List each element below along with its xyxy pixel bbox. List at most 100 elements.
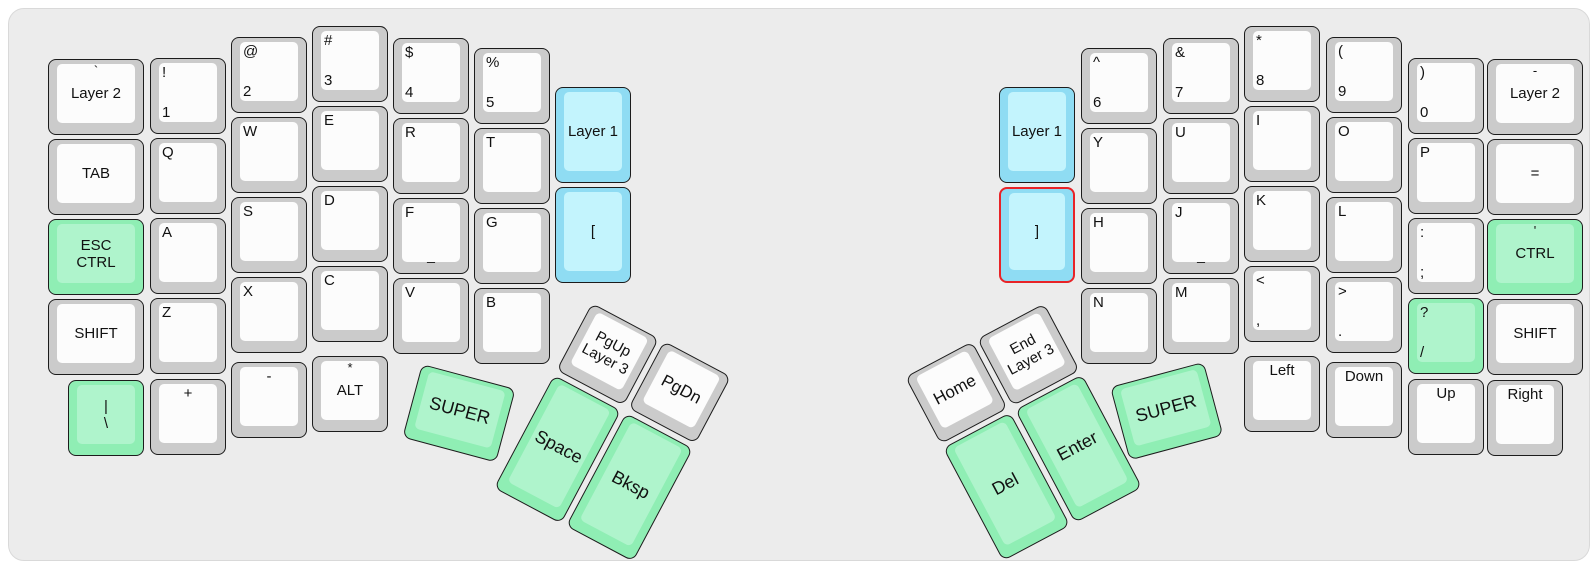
legend-tl: ? [1420,304,1429,321]
key-q[interactable]: Q [150,138,226,214]
key-u[interactable]: U [1163,118,1239,194]
key-p[interactable]: P [1408,138,1484,214]
key-right-arrow[interactable]: Right [1487,380,1563,456]
key-shift-right[interactable]: SHIFT [1487,299,1583,375]
key-grave-layer2[interactable]: ` Layer 2 [48,59,144,135]
key-g[interactable]: G [474,208,550,284]
key-left-bracket[interactable]: [ [555,187,631,283]
key-o[interactable]: O [1326,117,1402,193]
key-w[interactable]: W [231,117,307,193]
legend-tl: : [1420,224,1425,241]
key-right-bracket[interactable]: ] [999,187,1075,283]
key-super-left[interactable]: SUPER [402,364,516,463]
keycap: W [240,122,298,181]
key-h[interactable]: H [1081,208,1157,284]
key-j[interactable]: J_ [1163,198,1239,274]
key-asterisk-alt[interactable]: *ALT [312,356,388,432]
key-amp-7[interactable]: &7 [1163,38,1239,114]
key-x[interactable]: X [231,277,307,353]
key-k[interactable]: K [1244,186,1320,262]
keycap: H [1090,213,1148,272]
key-quote-ctrl[interactable]: 'CTRL [1487,219,1583,295]
keycap: S [240,202,298,261]
key-shift-left[interactable]: SHIFT [48,299,144,375]
key-tab[interactable]: TAB [48,139,144,215]
key-c[interactable]: C [312,266,388,342]
key-i[interactable]: I [1244,106,1320,182]
legend-tc: Down [1344,368,1384,385]
key-greater-period[interactable]: >. [1326,277,1402,353]
key-d[interactable]: D [312,186,388,262]
key-exclam-1[interactable]: !1 [150,58,226,134]
keycap: $4 [402,43,460,102]
key-up-arrow[interactable]: Up [1408,379,1484,455]
key-f[interactable]: F_ [393,198,469,274]
keycap: A [159,223,217,282]
legend-bl: 4 [405,84,414,101]
legend-tl: * [1256,32,1262,49]
key-n[interactable]: N [1081,288,1157,364]
key-caret-6[interactable]: ^6 [1081,48,1157,124]
key-minus-left[interactable]: - [231,362,307,438]
legend-tl: ^ [1093,54,1101,71]
key-minus-layer2[interactable]: -Layer 2 [1487,59,1583,135]
legend-center: |\ [103,397,109,432]
keycap: Q [159,143,217,202]
keycap: U [1172,123,1230,182]
keycap: SHIFT [57,304,135,363]
key-e[interactable]: E [312,106,388,182]
key-layer1-left[interactable]: Layer 1 [555,87,631,183]
legend-center: TAB [81,165,111,182]
legend-tl: P [1420,144,1431,161]
keycap: TAB [57,144,135,203]
key-question-slash[interactable]: ?/ [1408,298,1484,374]
key-less-comma[interactable]: <, [1244,266,1320,342]
key-equals[interactable]: = [1487,139,1583,215]
key-v[interactable]: V [393,278,469,354]
key-layer1-right[interactable]: Layer 1 [999,87,1075,183]
key-z[interactable]: Z [150,298,226,374]
key-pipe-backslash[interactable]: |\ [68,380,144,456]
key-asterisk-8[interactable]: *8 [1244,26,1320,102]
legend-tl: I [1256,112,1261,129]
key-left-arrow[interactable]: Left [1244,356,1320,432]
legend-tc: ` [93,63,99,78]
legend-tc: Up [1436,385,1456,402]
key-m[interactable]: M [1163,278,1239,354]
key-down-arrow[interactable]: Down [1326,362,1402,438]
legend-bl: 3 [324,72,333,89]
key-percent-5[interactable]: %5 [474,48,550,124]
keycap: !1 [159,63,217,122]
keycap: )0 [1417,63,1475,122]
keycap: P [1417,143,1475,202]
legend-tl: B [486,294,497,311]
legend-center: [ [590,223,596,240]
legend-tl: X [243,283,254,300]
key-l[interactable]: L [1326,197,1402,273]
legend-center: Layer 2 [70,85,122,102]
legend-bl: 0 [1420,104,1429,121]
key-at-2[interactable]: @2 [231,37,307,113]
key-dollar-4[interactable]: $4 [393,38,469,114]
legend-center: = [1530,165,1540,182]
key-a[interactable]: A [150,218,226,294]
keycap: C [321,271,379,330]
key-colon-semicolon[interactable]: :; [1408,218,1484,294]
legend-tl: L [1338,203,1347,220]
key-b[interactable]: B [474,288,550,364]
key-plus[interactable]: + [150,379,226,455]
key-t[interactable]: T [474,128,550,204]
keycap: |\ [77,385,135,444]
key-s[interactable]: S [231,197,307,273]
key-rparen-0[interactable]: )0 [1408,58,1484,134]
key-hash-3[interactable]: #3 [312,26,388,102]
key-lparen-9[interactable]: (9 [1326,37,1402,113]
key-super-right[interactable]: SUPER [1110,361,1224,461]
legend-tl: Q [162,144,174,161]
legend-bl: ; [1420,264,1425,281]
key-y[interactable]: Y [1081,128,1157,204]
key-r[interactable]: R [393,118,469,194]
